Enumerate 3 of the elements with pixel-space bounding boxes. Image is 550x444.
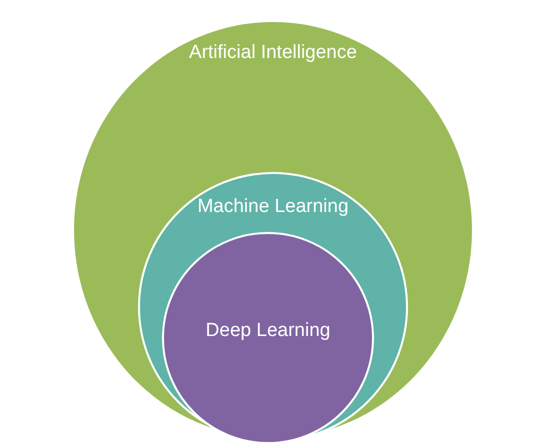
circle-label: Machine Learning <box>197 196 349 218</box>
circle-label: Deep Learning <box>206 320 330 342</box>
circle-label: Artificial Intelligence <box>189 42 357 64</box>
